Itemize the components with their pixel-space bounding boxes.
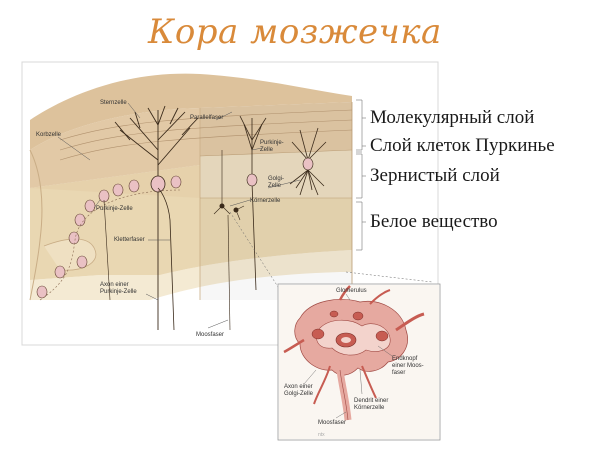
layer-label-purkinje: Слой клеток Пуркинье <box>370 135 555 156</box>
label-koernerzelle: Körnerzelle <box>250 198 281 204</box>
layer-label-molecular: Молекулярный слой <box>370 107 535 128</box>
label-purkinje-zelle-top: Purkinje-Zelle <box>260 140 284 153</box>
inset-watermark: ntx <box>318 432 325 438</box>
white-matter-layer <box>30 250 352 300</box>
page-title: Кора мозжечка <box>148 12 442 52</box>
label-golgi-zelle: Golgi-Zelle <box>268 176 284 189</box>
purkinje-soma-main <box>150 175 166 193</box>
sulcus-edge <box>29 149 43 301</box>
purkinje-axon-left <box>103 199 111 301</box>
label-purkinje-zelle-left: Purkinje-Zelle <box>96 206 133 212</box>
inset-label-moosfaser: Moosfaser <box>318 420 346 426</box>
granular-layer <box>30 165 352 280</box>
label-moosfaser: Moosfaser <box>196 332 224 338</box>
parallel-fibres <box>59 109 353 161</box>
label-parallelfaser: Parallelfaser <box>190 115 223 121</box>
climbing-fibre <box>157 187 175 331</box>
top-surface <box>30 73 352 150</box>
layer-label-granular: Зернистый слой <box>370 165 500 186</box>
molecular-layer <box>30 102 352 188</box>
glomerulus-drawing <box>283 285 425 421</box>
purkinje-cell-main <box>114 105 199 330</box>
purkinje-band <box>30 150 352 198</box>
golgi-cell-right <box>289 127 327 196</box>
purkinje-somata-row <box>36 175 182 299</box>
layer-brackets <box>356 99 366 251</box>
layer-label-white-matter: Белое вещество <box>370 211 498 232</box>
inset-label-glomerulus: Glomerulus <box>336 288 367 294</box>
mossy-fibre <box>227 214 231 331</box>
label-korbzelle: Korbzelle <box>36 132 62 138</box>
label-sternzelle: Sternzelle <box>100 100 127 106</box>
purkinje-cell-middle <box>239 115 267 291</box>
inset-connector <box>229 211 281 291</box>
label-kletterfaser: Kletterfaser <box>114 237 145 243</box>
